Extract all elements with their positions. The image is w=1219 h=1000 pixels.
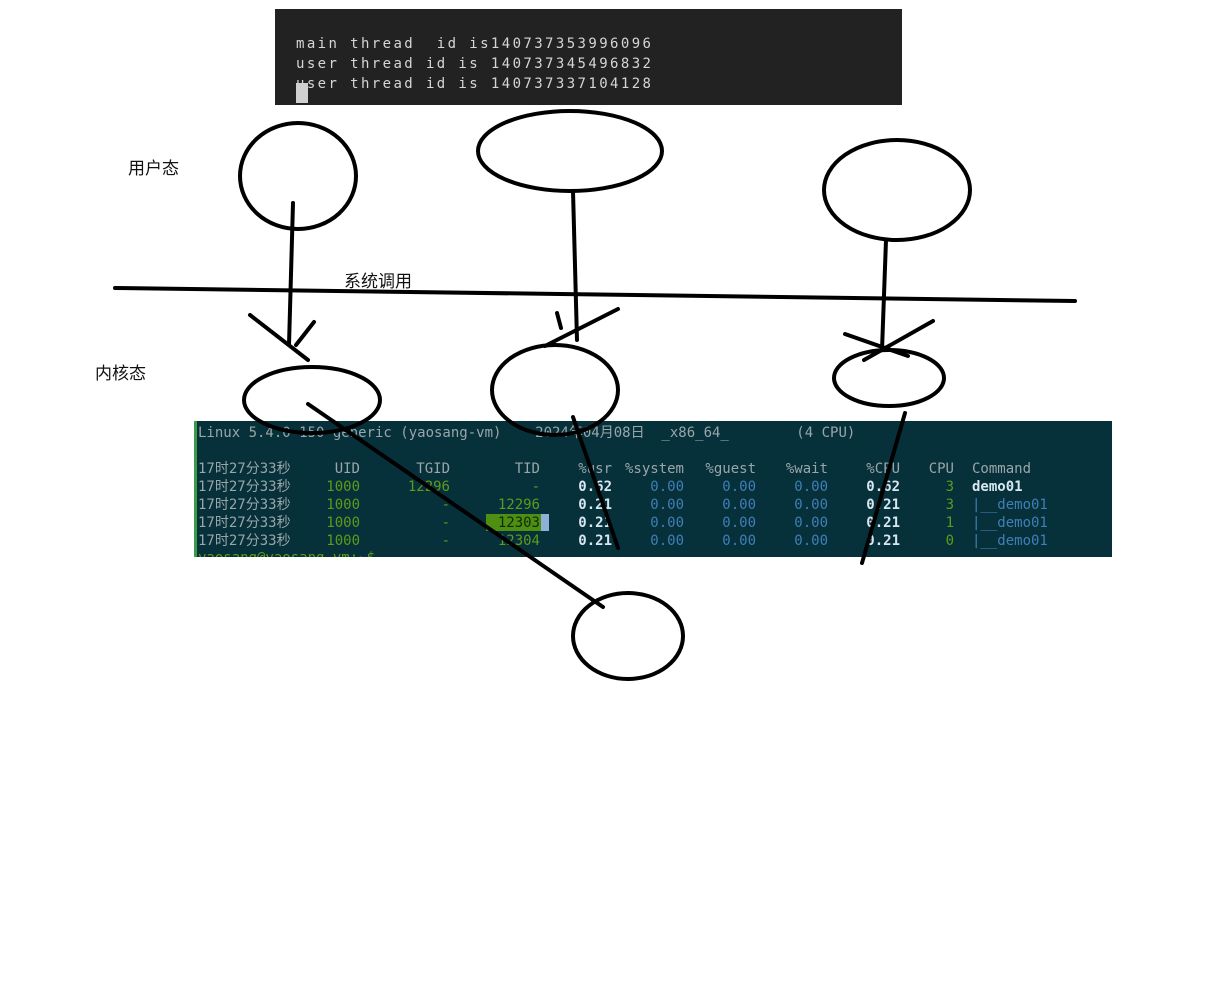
col-tgid: TGID — [416, 461, 450, 477]
user-mode-label: 用户态 — [128, 159, 179, 179]
arrow-shaft-1 — [287, 201, 295, 347]
table-row-cpu-pct: 0.21 — [866, 533, 900, 549]
table-row-usr: 0.21 — [578, 497, 612, 513]
col-tid: TID — [514, 461, 540, 477]
arrow-head-2a — [543, 307, 620, 348]
arrow-head-1a — [248, 313, 310, 362]
table-row-wait: 0.00 — [794, 515, 828, 531]
syscall-label: 系统调用 — [344, 272, 412, 292]
table-row-uid: 1000 — [326, 497, 360, 513]
table-row-guest: 0.00 — [722, 515, 756, 531]
arrow-head-3b — [862, 319, 935, 362]
col-command: Command — [972, 461, 1032, 477]
col-cpu: CPU — [928, 461, 954, 477]
table-row-usr: 0.21 — [578, 533, 612, 549]
terminal-edge — [194, 421, 197, 557]
table-row-time: 17时27分33秒 — [198, 515, 291, 531]
table-row-system: 0.00 — [650, 497, 684, 513]
table-row-usr: 0.62 — [578, 479, 612, 495]
shell-prompt: yaosang@yaosang-vm:~$ — [198, 549, 375, 557]
terminal-cursor — [296, 83, 308, 103]
table-row-tgid: - — [441, 533, 450, 549]
table-row-command: |__demo01 — [972, 497, 1048, 513]
table-row-tid[interactable]: 12303 — [497, 515, 540, 531]
terminal-line-user-thread-1: user thread id is 140737345496832 — [296, 56, 654, 72]
table-row-guest: 0.00 — [722, 479, 756, 495]
table-row-tgid: 12296 — [407, 479, 450, 495]
table-row-guest: 0.00 — [722, 533, 756, 549]
arrow-head-1b — [294, 320, 316, 347]
syscall-boundary-line — [113, 286, 1077, 303]
terminal-line-user-thread-2: user thread id is 140737337104128 — [296, 76, 654, 92]
user-thread-circle-3 — [822, 138, 972, 242]
table-row-tgid: - — [441, 515, 450, 531]
table-row-system: 0.00 — [650, 533, 684, 549]
table-row-guest: 0.00 — [722, 497, 756, 513]
table-row-cpu: 1 — [945, 515, 954, 531]
col-system: %system — [624, 461, 684, 477]
bottom-thread-circle — [571, 591, 685, 681]
table-row-cpu: 3 — [945, 479, 954, 495]
table-row-tid: 12296 — [497, 497, 540, 513]
table-row-uid: 1000 — [326, 533, 360, 549]
pidstat-system-line: Linux 5.4.0-150-generic (yaosang-vm) 202… — [198, 425, 856, 441]
table-row-cpu-pct: 0.21 — [866, 515, 900, 531]
table-row-uid: 1000 — [326, 479, 360, 495]
table-row-tid: 12304 — [497, 533, 540, 549]
table-row-command: |__demo01 — [972, 533, 1048, 549]
table-row-time: 17时27分33秒 — [198, 479, 291, 495]
col-uid: UID — [334, 461, 360, 477]
arrow-shaft-2 — [571, 189, 579, 342]
table-row-wait: 0.00 — [794, 479, 828, 495]
table-row-tid: - — [531, 479, 540, 495]
table-row-cpu-pct: 0.62 — [866, 479, 900, 495]
col-time: 17时27分33秒 — [198, 461, 291, 477]
col-guest: %guest — [705, 461, 756, 477]
arrow-shaft-3 — [880, 238, 888, 352]
table-row-time: 17时27分33秒 — [198, 497, 291, 513]
table-row-wait: 0.00 — [794, 533, 828, 549]
arrow-head-3a — [843, 332, 910, 358]
table-row-wait: 0.00 — [794, 497, 828, 513]
thread-id-terminal: main thread id is140737353996096 user th… — [275, 9, 902, 105]
kernel-mode-label: 内核态 — [95, 364, 146, 384]
table-row-uid: 1000 — [326, 515, 360, 531]
table-row-system: 0.00 — [650, 479, 684, 495]
user-thread-circle-1 — [238, 121, 358, 231]
table-row-command: demo01 — [972, 479, 1023, 495]
selection-cursor — [541, 514, 549, 531]
table-row-command: |__demo01 — [972, 515, 1048, 531]
table-row-usr: 0.21 — [578, 515, 612, 531]
arrow-head-2b — [555, 311, 563, 330]
kernel-thread-circle-3 — [832, 348, 946, 408]
table-row-tgid: - — [441, 497, 450, 513]
table-row-cpu-pct: 0.21 — [866, 497, 900, 513]
terminal-line-main-thread: main thread id is140737353996096 — [296, 36, 654, 52]
table-row-system: 0.00 — [650, 515, 684, 531]
pidstat-terminal: Linux 5.4.0-150-generic (yaosang-vm) 202… — [194, 421, 1112, 557]
col-wait: %wait — [785, 461, 828, 477]
table-row-cpu: 0 — [945, 533, 954, 549]
col-usr: %usr — [578, 461, 612, 477]
col-cpu-pct: %CPU — [866, 461, 900, 477]
table-row-cpu: 3 — [945, 497, 954, 513]
table-row-time: 17时27分33秒 — [198, 533, 291, 549]
user-thread-circle-2 — [476, 109, 664, 193]
